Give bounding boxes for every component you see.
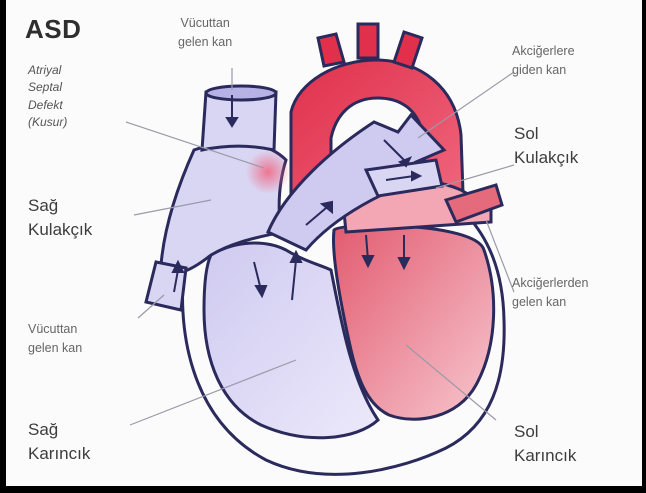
aorta-branch-3 <box>394 32 422 68</box>
label-septal-defect: Atriyal Septal Defekt (Kusur) <box>28 62 67 132</box>
diagram-canvas: ASD Atriyal Septal Defekt (Kusur) Vücutt… <box>6 0 642 486</box>
aorta-branch-1 <box>318 34 344 66</box>
label-body-blood-top: Vücuttan gelen kan <box>178 14 232 53</box>
septal-defect-shunt <box>246 150 290 194</box>
label-to-lungs: Akciğerlere giden kan <box>512 42 575 81</box>
label-right-atrium: Sağ Kulakçık <box>28 194 92 242</box>
label-left-ventricle: Sol Karıncık <box>514 420 576 468</box>
label-right-ventricle: Sağ Karıncık <box>28 418 90 466</box>
label-from-lungs: Akciğerlerden gelen kan <box>512 274 588 313</box>
label-left-atrium: Sol Kulakçık <box>514 122 578 170</box>
superior-vena-cava-opening <box>206 86 276 100</box>
aorta-branch-2 <box>358 24 378 58</box>
diagram-title: ASD <box>25 14 81 46</box>
label-body-blood-bottom: Vücuttan gelen kan <box>28 320 82 359</box>
